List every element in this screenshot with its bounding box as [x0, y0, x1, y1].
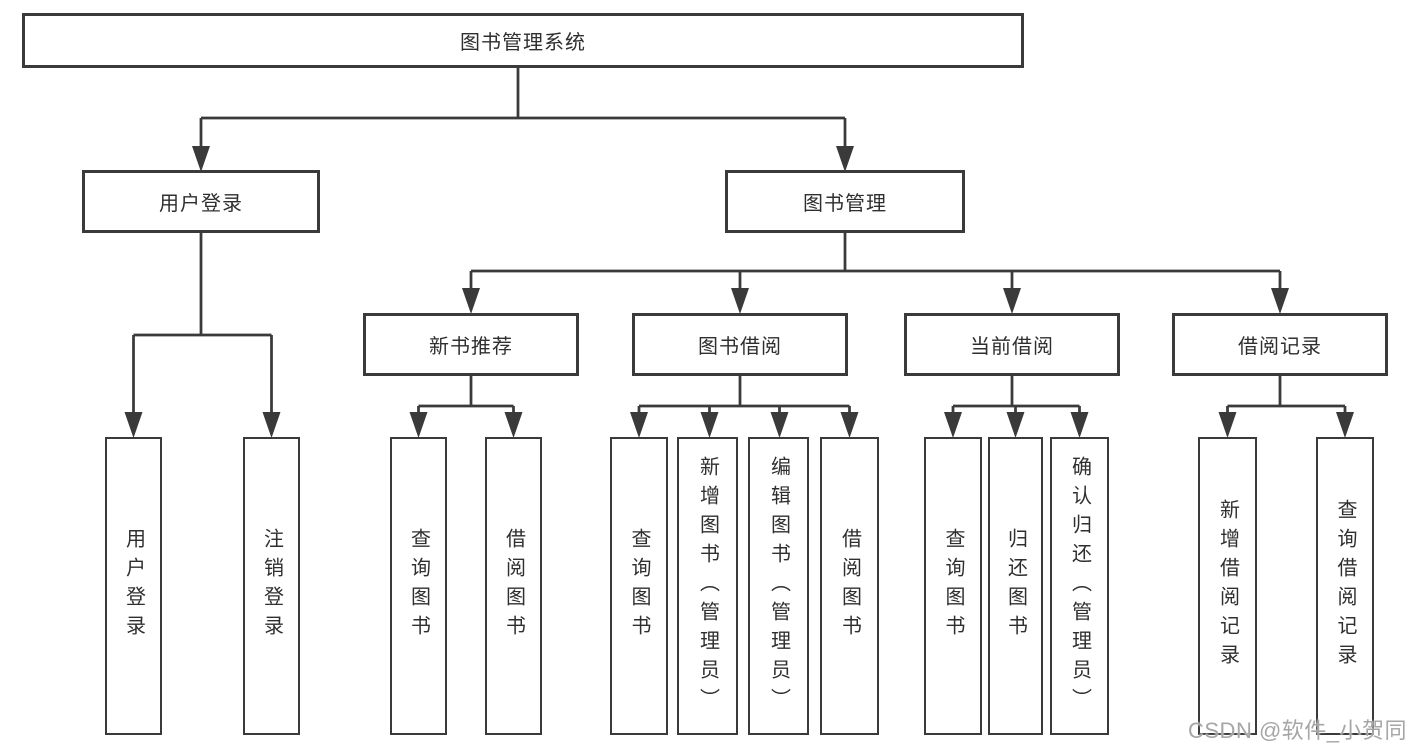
leaf-edit-books-admin: 编辑图书（管理员） [748, 437, 809, 735]
node-book-management: 图书管理 [725, 170, 965, 233]
node-root-label: 图书管理系统 [460, 32, 586, 54]
node-borrow-records: 借阅记录 [1172, 313, 1388, 376]
leaf-return-books: 归还图书 [988, 437, 1043, 735]
leaf-newbook-query-books: 查询图书 [390, 437, 447, 735]
leaf-newbook-borrow-books-label: 借阅图书 [502, 528, 525, 644]
node-book-borrow-label: 图书借阅 [698, 336, 782, 358]
leaf-user-login: 用户登录 [105, 437, 162, 735]
leaf-edit-books-admin-label: 编辑图书（管理员） [767, 455, 790, 717]
node-book-management-label: 图书管理 [803, 193, 887, 215]
leaf-confirm-return-admin: 确认归还（管理员） [1050, 437, 1109, 735]
leaf-newbook-borrow-books: 借阅图书 [485, 437, 542, 735]
node-new-book-recommend: 新书推荐 [363, 313, 579, 376]
leaf-add-borrow-record: 新增借阅记录 [1198, 437, 1257, 735]
leaf-query-borrow-record-label: 查询借阅记录 [1334, 499, 1356, 673]
leaf-newbook-query-books-label: 查询图书 [407, 528, 430, 644]
leaf-current-query-books: 查询图书 [924, 437, 982, 735]
leaf-logout-label: 注销登录 [260, 528, 283, 644]
node-current-borrow-label: 当前借阅 [970, 336, 1054, 358]
leaf-borrow-query-books-label: 查询图书 [628, 528, 650, 644]
leaf-confirm-return-admin-label: 确认归还（管理员） [1068, 455, 1091, 717]
leaf-query-borrow-record: 查询借阅记录 [1316, 437, 1374, 735]
leaf-borrow-borrow-books: 借阅图书 [820, 437, 879, 735]
leaf-add-books-admin: 新增图书（管理员） [677, 437, 738, 735]
node-current-borrow: 当前借阅 [904, 313, 1120, 376]
leaf-add-borrow-record-label: 新增借阅记录 [1216, 499, 1239, 673]
leaf-borrow-query-books: 查询图书 [610, 437, 668, 735]
node-book-borrow: 图书借阅 [632, 313, 848, 376]
leaf-current-query-books-label: 查询图书 [942, 528, 964, 644]
node-borrow-records-label: 借阅记录 [1238, 336, 1322, 358]
node-root: 图书管理系统 [22, 13, 1024, 68]
leaf-borrow-borrow-books-label: 借阅图书 [838, 528, 861, 644]
csdn-watermark: CSDN @软件_小贺同学 [1188, 718, 1405, 743]
leaf-add-books-admin-label: 新增图书（管理员） [696, 455, 719, 717]
node-user-login-label: 用户登录 [159, 193, 243, 215]
leaf-user-login-label: 用户登录 [122, 528, 145, 644]
node-user-login: 用户登录 [82, 170, 320, 233]
leaf-logout: 注销登录 [243, 437, 300, 735]
node-new-book-recommend-label: 新书推荐 [429, 336, 513, 358]
leaf-return-books-label: 归还图书 [1004, 528, 1027, 644]
